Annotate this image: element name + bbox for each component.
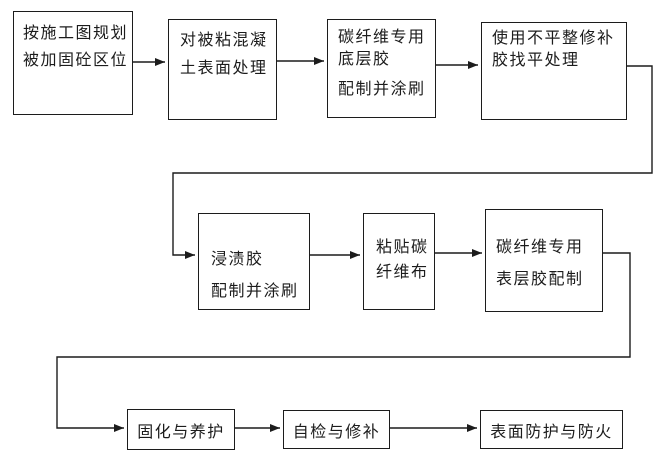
flow-step-text: 碳纤维专用 [496, 237, 584, 256]
flow-step-text: 固化与养护 [137, 421, 225, 441]
flow-step-text: 底层胶 [338, 49, 391, 68]
flow-step-text: 粘贴碳 [376, 237, 429, 256]
flow-step-text: 表层胶配制 [496, 269, 584, 288]
flow-step-curing-maintenance: 固化与养护 [127, 409, 235, 450]
flow-step-primer-adhesive: 碳纤维专用 底层胶 配制并涂刷 [327, 19, 436, 118]
connector-step4-step5 [172, 65, 653, 259]
flow-step-text: 碳纤维专用 [338, 27, 426, 46]
flow-step-text: 自检与修补 [292, 421, 381, 441]
flow-step-surface-treatment: 对被粘混凝 土表面处理 [168, 19, 277, 120]
flow-step-paste-carbon-fiber: 粘贴碳 纤维布 [363, 213, 435, 310]
flow-step-surface-protection: 表面防护与防火 [480, 410, 623, 449]
flow-step-text: 使用不平整修补 [492, 28, 615, 47]
flow-step-text: 胶找平处理 [492, 50, 580, 69]
flow-step-plan-area: 按施工图规划 被加固砼区位 [13, 11, 133, 115]
flow-step-impregnating-adhesive: 浸渍胶 配制并涂刷 [198, 213, 310, 310]
connector-step7-step8 [56, 252, 631, 432]
flow-step-text: 配制并涂刷 [338, 79, 426, 98]
flow-step-top-coat-adhesive: 碳纤维专用 表层胶配制 [485, 209, 603, 312]
flow-step-text: 配制并涂刷 [211, 281, 299, 300]
flow-step-text: 纤维布 [376, 262, 429, 281]
flow-step-text: 对被粘混凝 [180, 30, 268, 49]
flow-step-text: 被加固砼区位 [23, 50, 129, 69]
flow-step-text: 土表面处理 [180, 58, 268, 77]
flow-step-leveling-repair: 使用不平整修补 胶找平处理 [481, 22, 627, 120]
flow-step-text: 按施工图规划 [23, 23, 129, 42]
flow-step-text: 表面防护与防火 [490, 421, 613, 441]
flow-step-text: 浸渍胶 [211, 249, 264, 268]
flow-step-self-check-repair: 自检与修补 [283, 410, 390, 449]
